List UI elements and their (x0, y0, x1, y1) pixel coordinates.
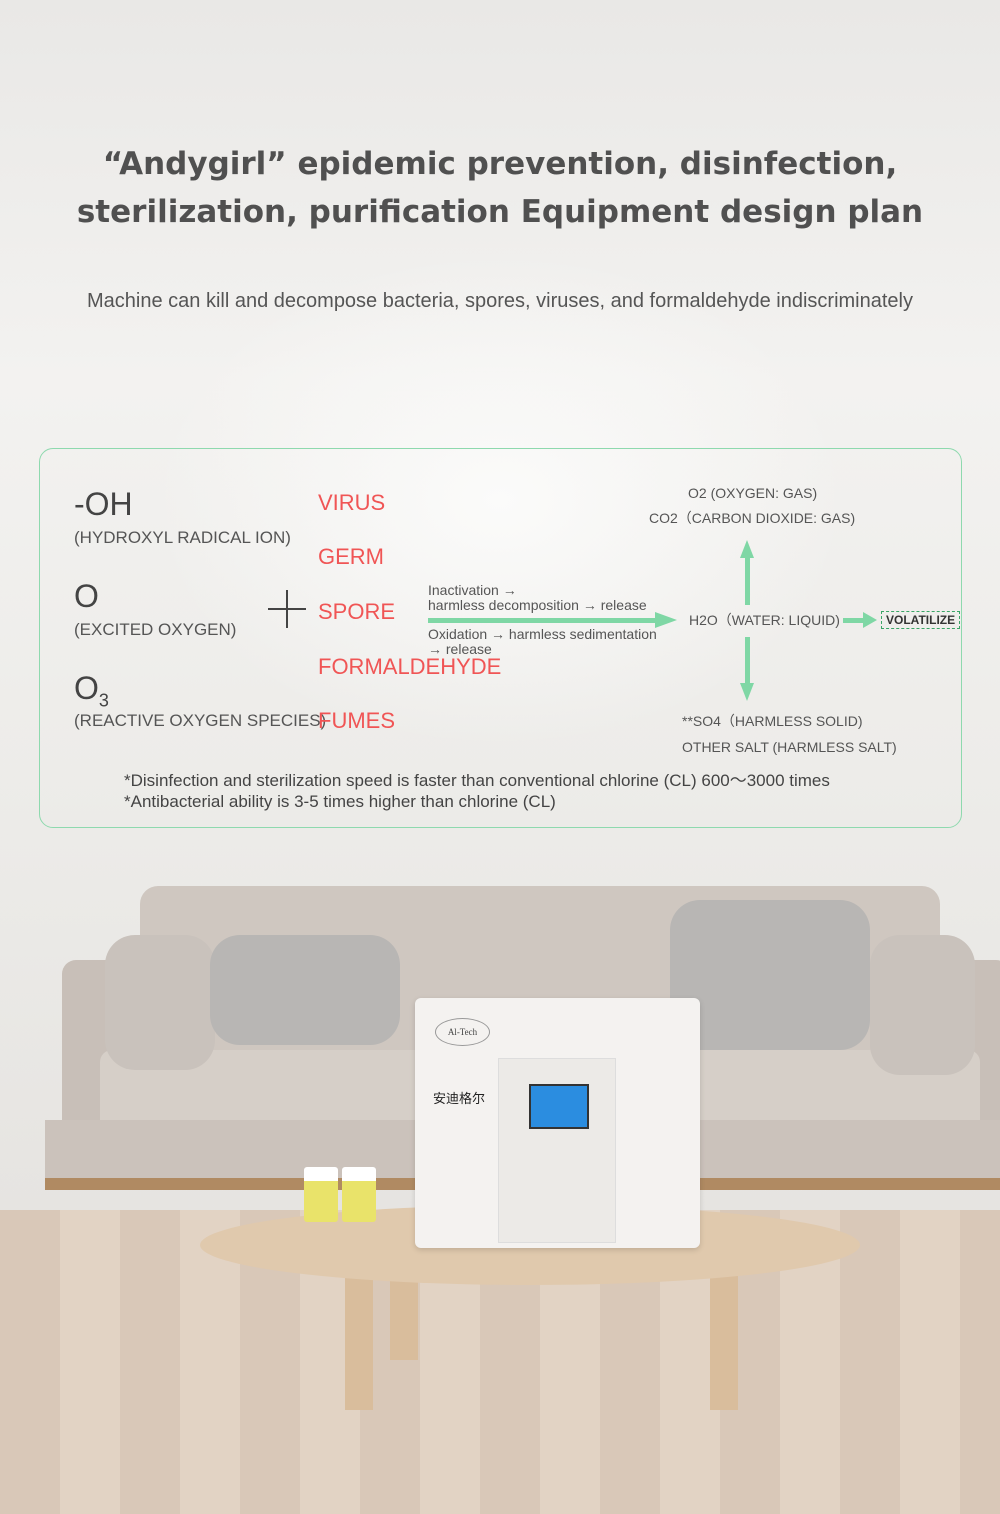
down-arrow (745, 637, 750, 685)
process-upper-1: Inactivation → (428, 582, 517, 598)
o3-symbol: O (74, 670, 99, 706)
product-salt: OTHER SALT (HARMLESS SALT) (682, 739, 897, 755)
process-upper-2: harmless decomposition → release (428, 597, 647, 613)
living-room-photo: Al-Tech 安迪格尔 (0, 880, 1000, 1514)
note-speed: *Disinfection and sterilization speed is… (124, 771, 830, 790)
product-co2: CO2（CARBON DIOXIDE: GAS) (649, 510, 856, 526)
machine-logo: Al-Tech (435, 1018, 490, 1046)
process-lower-1: Oxidation → harmless sedimentation (428, 626, 657, 642)
title-line-2: sterilization, purification Equipment de… (76, 194, 924, 230)
product-so4: **SO4（HARMLESS SOLID) (682, 713, 863, 729)
reactant-oh-label: (HYDROXYL RADICAL ION) (74, 528, 291, 547)
background-glow (150, 250, 850, 750)
reactant-o3-label: (REACTIVE OXYGEN SPECIES) (74, 711, 327, 730)
table-leg (345, 1260, 373, 1410)
reactant-o: O (74, 578, 99, 614)
arrow-down-icon (740, 683, 754, 701)
o3-subscript: 3 (98, 690, 109, 711)
process-lower-2: → release (428, 641, 492, 657)
reactant-o-label: (EXCITED OXYGEN) (74, 620, 237, 639)
arrow-head-icon (655, 612, 677, 628)
page-title: “Andygirl” epidemic prevention, disinfec… (0, 140, 1000, 236)
volatilize-arrow (843, 618, 865, 623)
disinfection-machine: Al-Tech 安迪格尔 (415, 998, 700, 1248)
reaction-diagram-box (39, 448, 962, 828)
reactant-oh: -OH (74, 486, 133, 522)
plus-icon (268, 590, 306, 628)
target-fumes: FUMES (318, 708, 395, 733)
process-arrow (428, 618, 658, 623)
table-leg (710, 1260, 738, 1410)
control-panel (498, 1058, 616, 1243)
target-spore: SPORE (318, 599, 396, 624)
product-o2: O2 (OXYGEN: GAS) (688, 485, 818, 501)
target-formaldehyde: FORMALDEHYDE (318, 654, 502, 679)
pillow (105, 935, 215, 1070)
volatilize-badge: VOLATILIZE (881, 611, 961, 629)
pillow (870, 935, 975, 1075)
juice-glass (304, 1167, 338, 1222)
pillow (210, 935, 400, 1045)
process-upper: Inactivation →harmless decomposition → r… (428, 583, 647, 613)
machine-brand: 安迪格尔 (433, 1091, 486, 1106)
title-line-1: “Andygirl” epidemic prevention, disinfec… (102, 146, 898, 182)
up-arrow (745, 555, 750, 605)
arrow-right-icon (863, 612, 877, 628)
process-lower: Oxidation → harmless sedimentation→ rele… (428, 627, 657, 657)
reactant-o3: O3 (74, 670, 109, 711)
arrow-up-icon (740, 540, 754, 558)
juice-glass (342, 1167, 376, 1222)
touch-screen (529, 1084, 589, 1129)
target-germ: GERM (318, 544, 384, 569)
product-water: H2O（WATER: LIQUID) (689, 612, 840, 628)
note-antibacterial: *Antibacterial ability is 3-5 times high… (124, 792, 556, 811)
pillow (670, 900, 870, 1050)
subtitle: Machine can kill and decompose bacteria,… (87, 290, 913, 312)
target-virus: VIRUS (318, 490, 386, 515)
